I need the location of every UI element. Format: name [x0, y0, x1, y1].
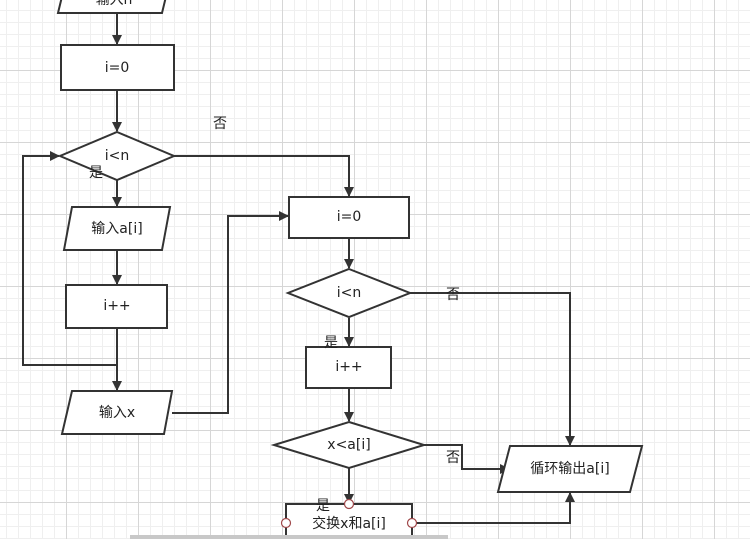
edge-swap-to-output — [412, 492, 575, 524]
condx-no-label: 否 — [446, 450, 460, 466]
cond2-no-label: 否 — [446, 287, 460, 303]
output-label: 循环输出a[i] — [530, 461, 609, 477]
swap-node[interactable]: 交换x和a[i] — [285, 503, 413, 539]
cond1-yes-label: 是 — [89, 165, 103, 181]
swap-label: 交换x和a[i] — [312, 515, 386, 532]
horizontal-scrollbar[interactable] — [130, 535, 448, 539]
init-i-label: i=0 — [105, 60, 130, 76]
input-x-node[interactable]: 输入x — [60, 390, 174, 435]
edge-cond2-no-to-output — [410, 292, 575, 446]
increment-2-node[interactable]: i++ — [305, 346, 392, 389]
swap-handle-right[interactable] — [406, 517, 418, 529]
loop-condition-2[interactable]: i<n — [285, 267, 413, 319]
condx-yes-label: 是 — [316, 498, 330, 514]
input-n-node[interactable]: 输入n — [56, 0, 170, 14]
loop-condition-2-label: i<n — [337, 285, 362, 301]
cond2-yes-label: 是 — [324, 335, 338, 351]
cond1-no-label: 否 — [213, 116, 227, 132]
increment-1-node[interactable]: i++ — [65, 284, 168, 329]
increment-1-label: i++ — [103, 298, 130, 314]
swap-handle-top[interactable] — [343, 498, 355, 510]
init-i-2-node[interactable]: i=0 — [288, 196, 410, 239]
edge-input-x-to-init2 — [172, 211, 289, 414]
input-n-label: 输入n — [96, 0, 133, 8]
init-i-node[interactable]: i=0 — [60, 44, 175, 91]
compare-x-label: x<a[i] — [327, 437, 370, 453]
swap-handle-left[interactable] — [280, 517, 292, 529]
input-x-label: 输入x — [99, 405, 135, 421]
init-i-2-label: i=0 — [337, 209, 362, 225]
loop-condition-1-label: i<n — [105, 148, 130, 164]
edge-condx-no-to-output — [424, 444, 510, 474]
input-ai-node[interactable]: 输入a[i] — [62, 206, 172, 251]
input-ai-label: 输入a[i] — [91, 221, 142, 237]
increment-2-label: i++ — [335, 359, 362, 375]
loop-condition-1[interactable]: i<n — [57, 130, 177, 182]
output-node[interactable]: 循环输出a[i] — [496, 445, 644, 493]
compare-x-node[interactable]: x<a[i] — [270, 420, 428, 470]
edge-loop-back-to-cond1 — [22, 151, 117, 366]
edge-cond1-no-to-init2 — [174, 155, 354, 197]
